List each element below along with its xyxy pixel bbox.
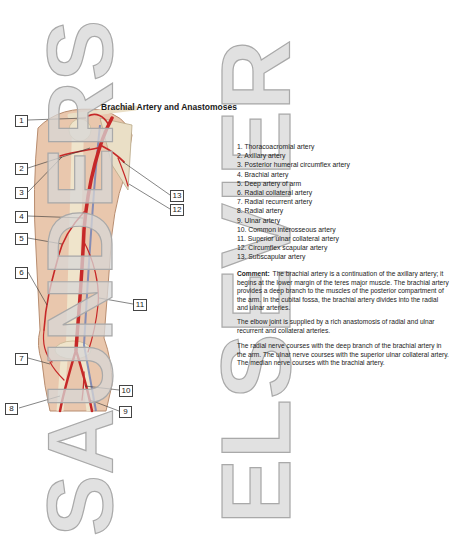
figure-title: Brachial Artery and Anastomoses bbox=[101, 102, 237, 112]
callout-number: 2 bbox=[19, 164, 23, 173]
callout-number: 10 bbox=[122, 386, 131, 395]
legend-entry: 7. Radial recurrent artery bbox=[237, 197, 312, 206]
callout-number: 6 bbox=[19, 268, 23, 277]
legend-entry: 5. Deep artery of arm bbox=[237, 179, 301, 188]
legend-entry: 11. Superior ulnar collateral artery bbox=[237, 234, 339, 243]
callout-box: 3 bbox=[15, 187, 28, 199]
callout-number: 4 bbox=[19, 212, 23, 221]
callout-number: 12 bbox=[173, 205, 182, 214]
callout-box: 12 bbox=[170, 204, 184, 216]
callout-box: 9 bbox=[119, 406, 132, 418]
callout-box: 4 bbox=[15, 211, 28, 223]
callout-box: 10 bbox=[119, 385, 133, 397]
comment-paragraph: Comment:The brachial artery is a continu… bbox=[237, 270, 449, 313]
comment-heading: Comment: bbox=[237, 270, 270, 277]
callout-number: 8 bbox=[9, 404, 13, 413]
comment-text: The radial nerve courses with the deep b… bbox=[237, 342, 449, 366]
comment-paragraph: The elbow joint is supplied by a rich an… bbox=[237, 318, 449, 335]
callout-number: 7 bbox=[19, 354, 23, 363]
legend-entry: 10. Common interosseous artery bbox=[237, 225, 336, 234]
legend-entry: 8. Radial artery bbox=[237, 206, 283, 215]
callout-number: 13 bbox=[173, 191, 182, 200]
callout-box: 8 bbox=[5, 403, 18, 415]
legend-entry: 4. Brachial artery bbox=[237, 170, 288, 179]
callout-box: 11 bbox=[133, 299, 147, 311]
callout-box: 2 bbox=[15, 163, 28, 175]
watermark: SAUNDERS bbox=[34, 20, 126, 536]
callout-number: 11 bbox=[136, 300, 144, 309]
callout-box: 6 bbox=[15, 267, 28, 279]
legend-entry: 3. Posterior humeral circumflex artery bbox=[237, 160, 350, 169]
legend-entry: 12. Circumflex scapular artery bbox=[237, 243, 327, 252]
callout-box: 1 bbox=[15, 115, 28, 127]
callout-box: 13 bbox=[170, 190, 184, 202]
callout-number: 5 bbox=[19, 234, 23, 243]
callout-number: 3 bbox=[19, 188, 23, 197]
legend-entry: 1. Thoracoacromial artery bbox=[237, 142, 314, 151]
callout-box: 5 bbox=[15, 233, 28, 245]
legend-entry: 13. Subscapular artery bbox=[237, 252, 305, 261]
legend-entry: 2. Axillary artery bbox=[237, 151, 285, 160]
legend-entry: 9. Ulnar artery bbox=[237, 216, 280, 225]
comment-text: The elbow joint is supplied by a rich an… bbox=[237, 318, 435, 334]
legend-entry: 6. Radial collateral artery bbox=[237, 188, 312, 197]
callout-number: 9 bbox=[123, 407, 127, 416]
comment-paragraph: The radial nerve courses with the deep b… bbox=[237, 342, 449, 368]
callout-box: 7 bbox=[15, 353, 28, 365]
callout-number: 1 bbox=[19, 116, 23, 125]
